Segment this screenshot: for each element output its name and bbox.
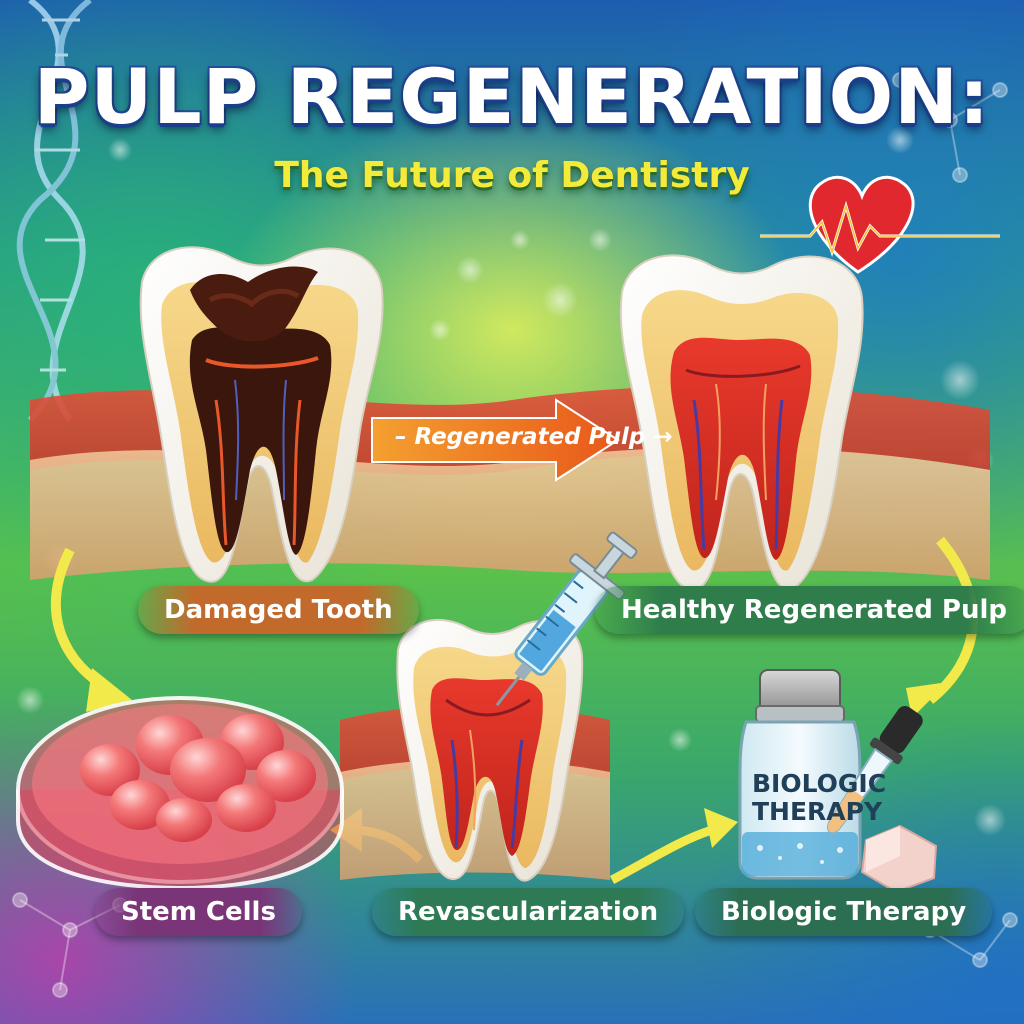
molecule-icon xyxy=(12,72,1018,998)
cycle-arrow-bottom-right xyxy=(609,808,738,884)
regenerated-pulp-arrow-label: – Regenerated Pulp → xyxy=(395,424,673,450)
cycle-arrow-left xyxy=(51,547,132,712)
crystal-icon xyxy=(860,824,938,894)
vial-label-line2: THERAPY xyxy=(752,797,883,826)
damaged-tooth-illustration xyxy=(139,246,384,583)
heart-pulse-icon xyxy=(760,175,1000,274)
dropper-icon xyxy=(826,705,923,834)
healthy-pulp-label: Healthy Regenerated Pulp xyxy=(595,586,1024,634)
biologic-therapy-label: Biologic Therapy xyxy=(695,888,993,936)
revascularization-label: Revascularization xyxy=(372,888,685,936)
page-subtitle: The Future of Dentistry xyxy=(274,155,750,196)
damaged-tooth-label: Damaged Tooth xyxy=(138,586,419,634)
vial-label-line1: BIOLOGIC xyxy=(752,769,887,798)
vial-icon xyxy=(738,669,862,880)
healthy-tooth-illustration xyxy=(619,254,864,591)
dna-icon xyxy=(16,0,92,423)
vial-label: BIOLOGIC THERAPY xyxy=(752,769,887,826)
regeneration-arrow xyxy=(371,398,620,482)
page-title: PULP REGENERATION: xyxy=(33,52,991,141)
revascularization-tooth-illustration xyxy=(396,619,584,882)
stem-cells-label: Stem Cells xyxy=(95,888,302,936)
petri-dish-icon xyxy=(16,696,344,891)
